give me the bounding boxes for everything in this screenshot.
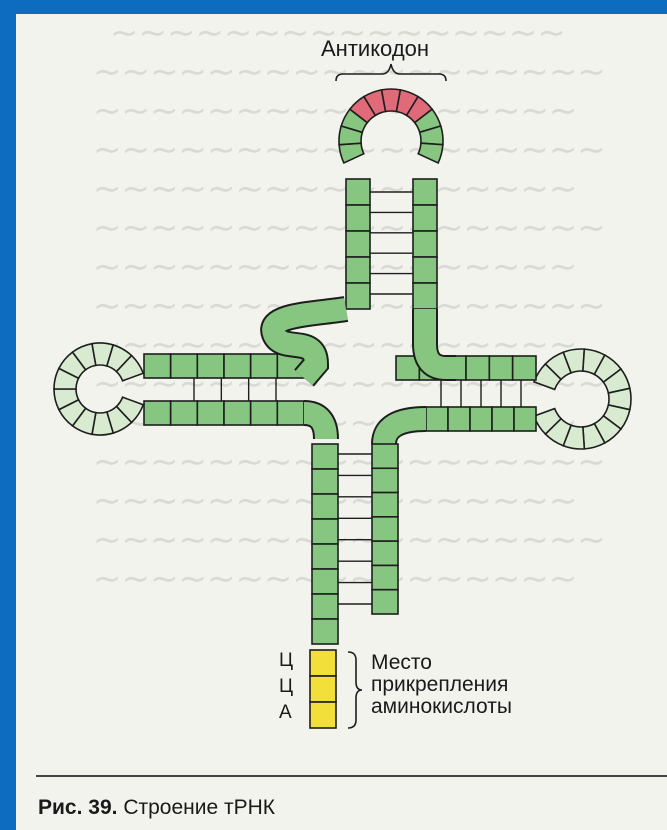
acceptor-letter-1: Ц xyxy=(279,650,293,672)
d-arm-bottom-nucleotide xyxy=(277,401,304,425)
d-arm-top-nucleotide xyxy=(224,354,251,378)
d-arm-top-nucleotide xyxy=(171,354,198,378)
figure-number: Рис. 39. xyxy=(38,796,117,819)
cca-end-nucleotide xyxy=(310,702,336,728)
attachment-site-bracket xyxy=(348,652,362,728)
anticodon-loop-nucleotide xyxy=(418,143,443,163)
caption-divider xyxy=(36,775,667,777)
acceptor-stem-right-nucleotide xyxy=(372,517,398,541)
anticodon-stem-right-nucleotide xyxy=(413,283,437,309)
d-arm-bottom-nucleotide xyxy=(251,401,278,425)
anticodon-loop-nucleotide xyxy=(339,143,364,163)
acceptor-stem-right-nucleotide xyxy=(372,541,398,565)
anticodon-stem-left-nucleotide xyxy=(346,257,370,283)
acceptor-stem-left-nucleotide xyxy=(312,594,338,619)
acceptor-stem-right-nucleotide xyxy=(372,468,398,492)
figure-title: Строение тРНК xyxy=(123,796,275,819)
acceptor-stem-left-nucleotide xyxy=(312,569,338,594)
acceptor-stem-left-nucleotide xyxy=(312,469,338,494)
connector-right xyxy=(425,309,456,368)
d-arm-top-nucleotide xyxy=(144,354,171,378)
page: ∼∼∼∼∼∼∼∼∼∼∼∼∼∼∼∼ ∼∼∼∼∼∼∼∼∼∼∼∼∼∼∼∼∼∼ ∼∼∼∼… xyxy=(16,14,667,830)
anticodon-label: Антикодон xyxy=(321,36,429,62)
anticodon-stem-left-nucleotide xyxy=(346,205,370,231)
figure-caption: Рис. 39. Строение тРНК xyxy=(38,796,275,820)
anticodon-stem-left-nucleotide xyxy=(346,283,370,309)
site-label-line-1: Место xyxy=(371,652,512,674)
anticodon-stem-right-nucleotide xyxy=(413,179,437,205)
t-arm-bottom-nucleotide xyxy=(470,407,492,431)
acceptor-letter-3: А xyxy=(279,702,292,724)
t-arm-bottom-nucleotide xyxy=(448,407,470,431)
anticodon-stem-left-nucleotide xyxy=(346,231,370,257)
anticodon-bracket xyxy=(336,64,446,81)
t-arm-top-nucleotide xyxy=(466,356,489,380)
t-arm-top-nucleotide xyxy=(513,356,536,380)
site-label-line-2: прикрепления xyxy=(371,674,512,696)
d-arm-bottom-nucleotide xyxy=(171,401,198,425)
acceptor-stem-left-nucleotide xyxy=(312,494,338,519)
t-arm-bottom-nucleotide xyxy=(492,407,514,431)
anticodon-stem-right-nucleotide xyxy=(413,231,437,257)
acceptor-stem-left-nucleotide xyxy=(312,619,338,644)
anticodon-stem-right-nucleotide xyxy=(413,205,437,231)
amino-acid-attachment-site-label: Место прикрепления аминокислоты xyxy=(371,652,512,718)
d-arm-bottom-nucleotide xyxy=(197,401,224,425)
t-arm-top-nucleotide xyxy=(489,356,512,380)
acceptor-stem-left-nucleotide xyxy=(312,544,338,569)
acceptor-letter-2: Ц xyxy=(279,676,293,698)
acceptor-stem-left-nucleotide xyxy=(312,519,338,544)
acceptor-stem-right-nucleotide xyxy=(372,590,398,614)
cca-end-nucleotide xyxy=(310,650,336,676)
trna-cloverleaf-diagram xyxy=(16,14,667,774)
anticodon-stem-left-nucleotide xyxy=(346,179,370,205)
site-label-line-3: аминокислоты xyxy=(371,696,512,718)
anticodon-stem-right-nucleotide xyxy=(413,257,437,283)
d-arm-top-nucleotide xyxy=(251,354,278,378)
cca-end-nucleotide xyxy=(310,676,336,702)
acceptor-stem-left-nucleotide xyxy=(312,444,338,469)
t-arm-bottom-nucleotide xyxy=(514,407,536,431)
acceptor-stem-right-nucleotide xyxy=(372,565,398,589)
acceptor-stem-right-nucleotide xyxy=(372,493,398,517)
d-arm-top-nucleotide xyxy=(197,354,224,378)
d-arm-bottom-nucleotide xyxy=(144,401,171,425)
acceptor-stem-right-nucleotide xyxy=(372,444,398,468)
t-arm-bottom-nucleotide xyxy=(426,407,448,431)
d-arm-bottom-nucleotide xyxy=(224,401,251,425)
